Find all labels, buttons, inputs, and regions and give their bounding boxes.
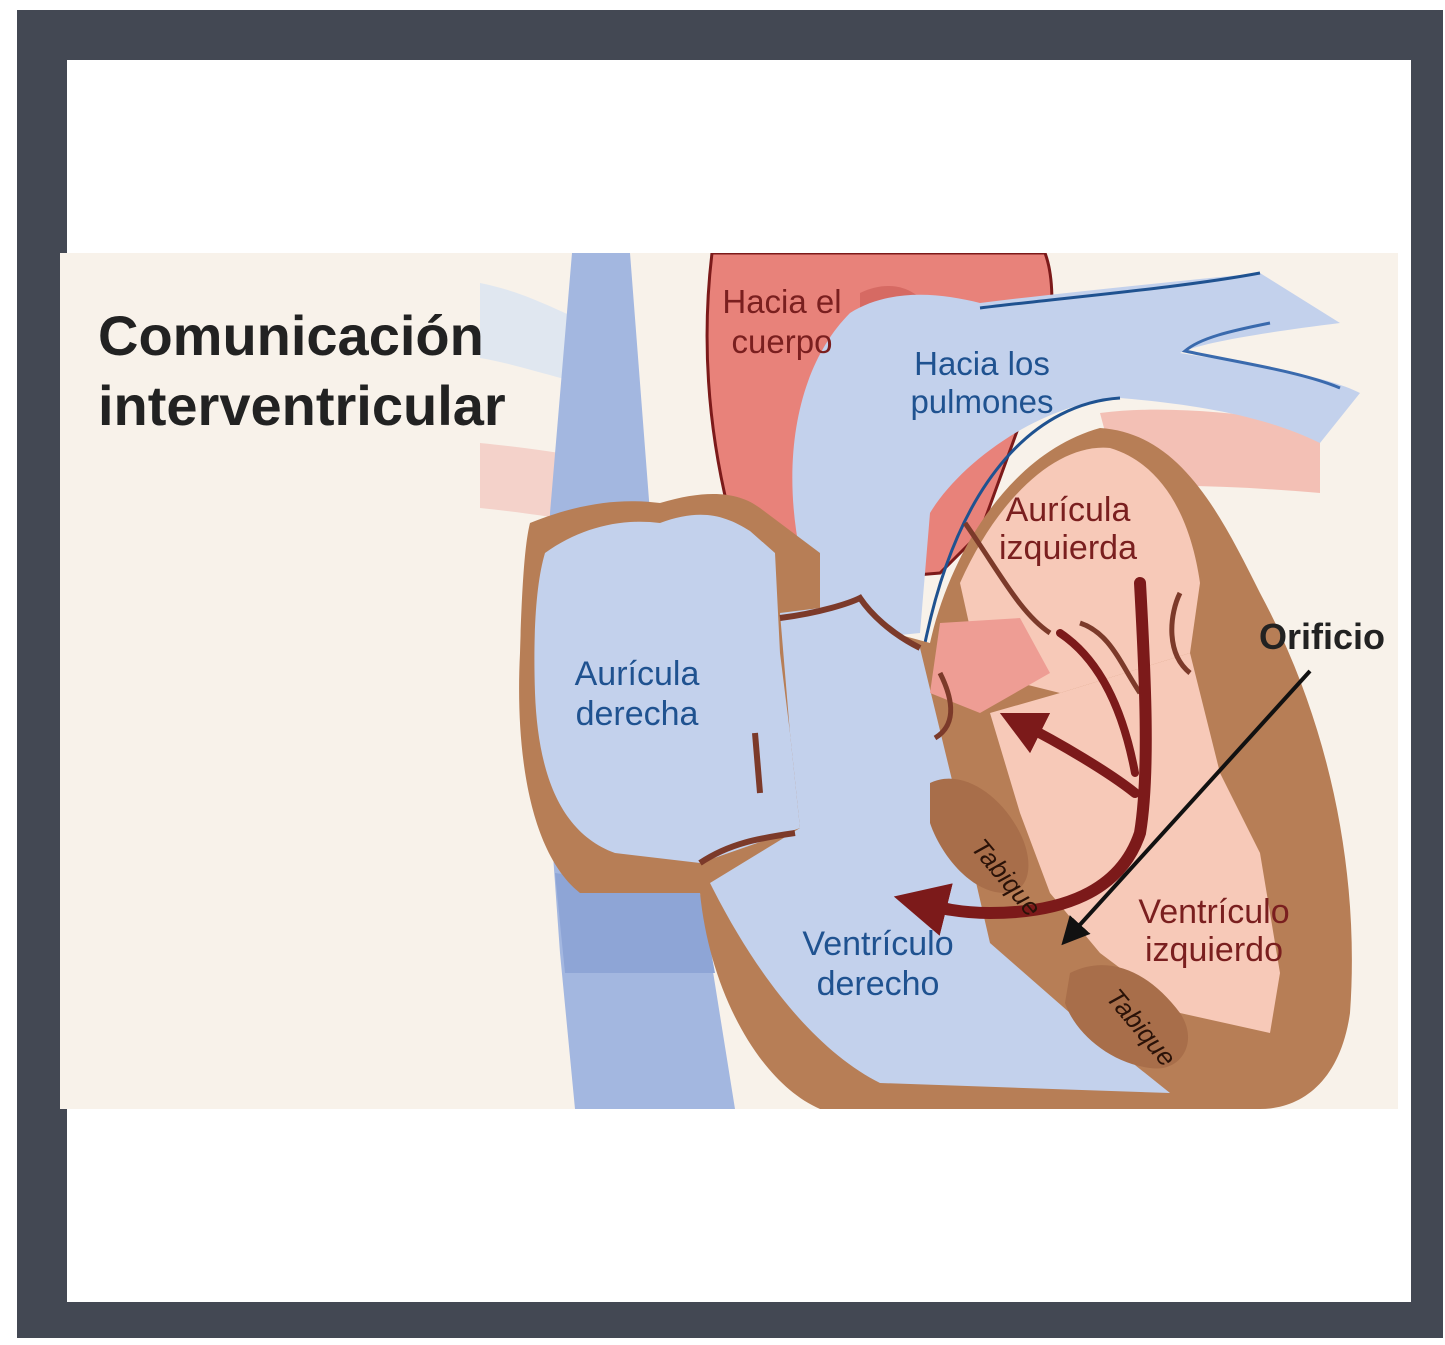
label-right-atrium-2: derecha <box>576 695 699 733</box>
label-left-atrium-1: Aurícula <box>1006 491 1131 529</box>
label-to-body-2: cuerpo <box>732 323 833 360</box>
label-to-body-1: Hacia el <box>722 283 841 320</box>
label-right-atrium-1: Aurícula <box>575 655 700 693</box>
label-hole: Orificio <box>1259 616 1385 657</box>
label-to-lungs-1: Hacia los <box>914 345 1050 382</box>
label-left-atrium-2: izquierda <box>999 529 1137 567</box>
title-line-1: Comunicación <box>98 304 484 367</box>
label-right-ventricle-1: Ventrículo <box>802 925 953 963</box>
heart-diagram: Comunicación interventricular Hacia el c… <box>60 253 1398 1109</box>
label-left-ventricle-1: Ventrículo <box>1138 893 1289 931</box>
title-line-2: interventricular <box>98 374 506 437</box>
label-right-ventricle-2: derecho <box>817 965 940 1003</box>
label-left-ventricle-2: izquierdo <box>1145 931 1283 969</box>
label-to-lungs-2: pulmones <box>910 383 1053 420</box>
